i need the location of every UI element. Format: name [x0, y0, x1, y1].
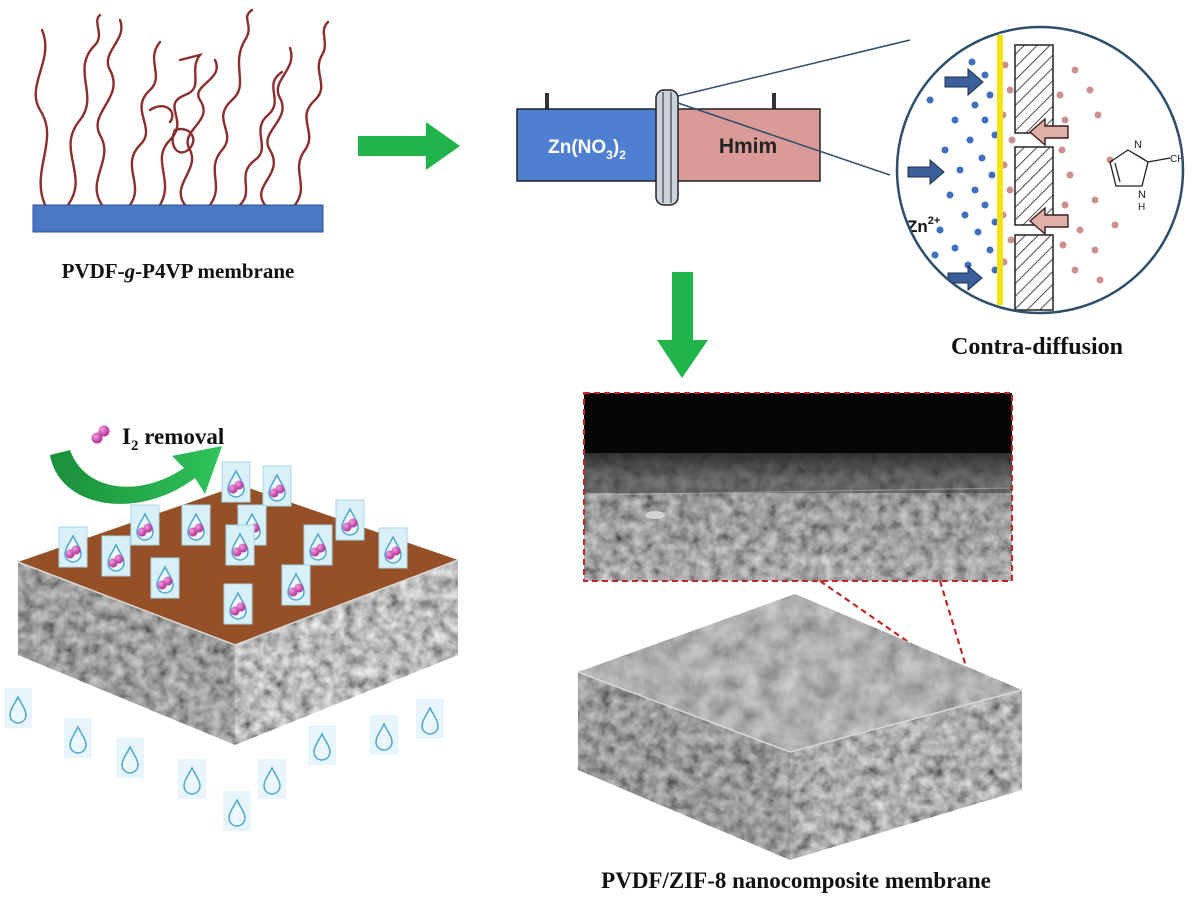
hmim-label: Hmim	[719, 135, 777, 158]
svg-text:N: N	[1138, 189, 1146, 201]
pink-arrow-icon	[1028, 117, 1069, 236]
hmim-compartment	[676, 108, 821, 182]
svg-text:N: N	[1134, 139, 1142, 151]
blue-arrow-icon	[907, 67, 984, 292]
arrow-down-icon	[657, 272, 708, 378]
imidazole-molecule-icon	[1109, 149, 1171, 187]
contra-diffusion-caption: Contra-diffusion	[951, 334, 1123, 360]
iodine-droplets	[58, 461, 408, 625]
substrate	[32, 204, 324, 233]
pvdf-p4vp-membrane-illustration	[32, 8, 330, 233]
sem-cross-section-image	[583, 392, 1013, 582]
nanocomposite-caption: PVDF/ZIF-8 nanocomposite membrane	[601, 868, 991, 893]
membrane-caption: PVDF-g-P4VP membrane	[62, 259, 295, 283]
diffusion-cell: Zn(NO3)2 Hmim	[516, 39, 911, 206]
svg-text:H: H	[1138, 202, 1145, 213]
curved-arrow-icon	[50, 446, 222, 504]
nanocomposite-membrane-block	[577, 594, 1023, 860]
polymer-chains	[34, 8, 330, 207]
arrow-right-icon	[358, 122, 460, 170]
membrane-holder	[655, 89, 679, 206]
zn-nitrate-label: Zn(NO3)2	[548, 137, 626, 162]
zn-ion-label: Zn2+	[907, 215, 940, 236]
svg-text:CH3: CH3	[1170, 154, 1188, 167]
iodine-icon	[91, 425, 110, 444]
contra-diffusion-zoom: N N H CH3 Zn2+	[895, 25, 1188, 315]
water-droplets	[4, 688, 444, 831]
zn-nitrate-compartment	[516, 108, 658, 182]
membrane-interface	[997, 35, 1003, 305]
iodine-removal-label: I2 removal	[122, 424, 224, 454]
